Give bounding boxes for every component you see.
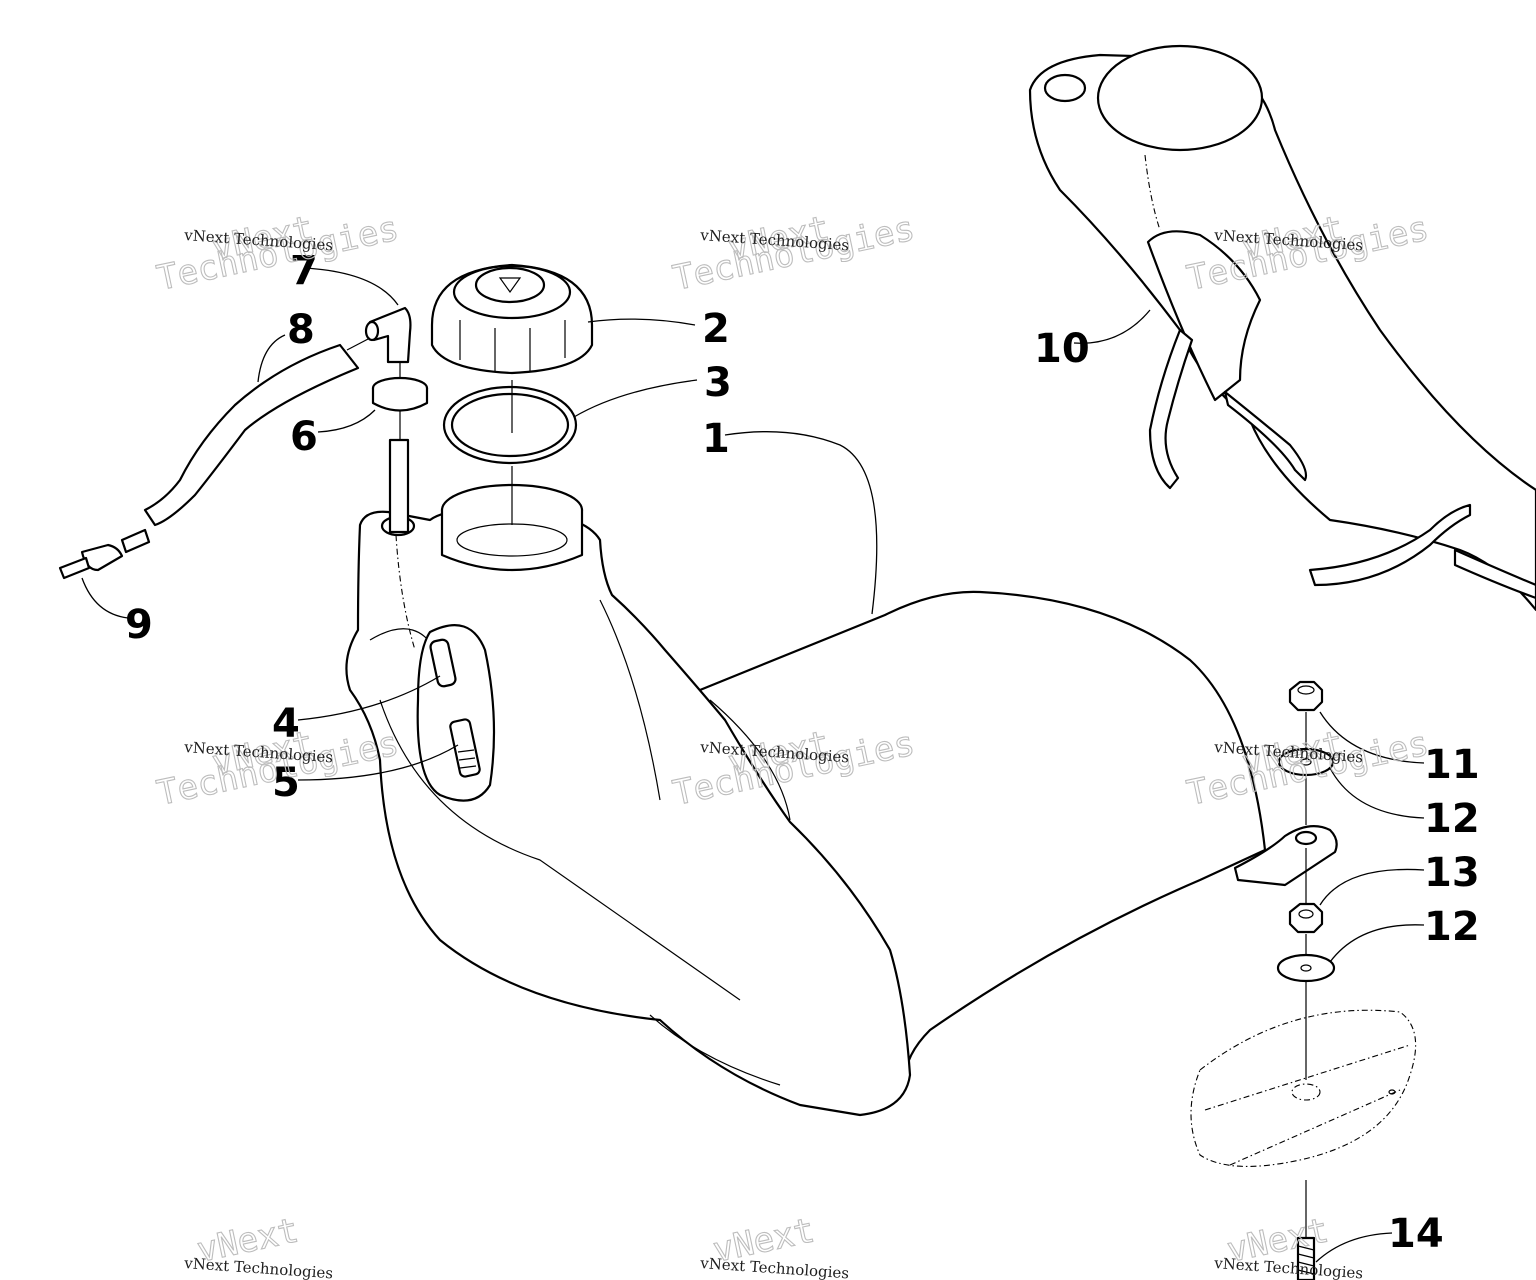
mounting-hardware <box>1190 680 1417 1280</box>
callout-2: 2 <box>702 306 730 352</box>
fuel-filter-part-9 <box>58 528 151 580</box>
callout-13: 13 <box>1424 850 1480 896</box>
callout-6: 6 <box>290 414 318 460</box>
callout-10: 10 <box>1034 326 1090 372</box>
callout-labels: 1 2 3 4 5 6 7 8 9 10 11 12 13 12 14 <box>125 248 1480 1257</box>
callout-11: 11 <box>1424 742 1480 788</box>
elbow-fitting-part-7 <box>364 306 412 364</box>
grommet-part-6 <box>371 355 429 534</box>
seat-panel-part-10 <box>1028 44 1536 612</box>
cap-gasket-part-3 <box>442 380 578 525</box>
callout-7: 7 <box>290 248 318 294</box>
callout-12-top: 12 <box>1424 796 1480 842</box>
fuel-tank-part-1 <box>345 483 1267 1117</box>
callout-5: 5 <box>272 760 300 806</box>
callout-9: 9 <box>125 602 153 648</box>
callout-8: 8 <box>287 307 315 353</box>
leader-lines <box>81 267 1425 1263</box>
hose-part-8 <box>143 337 371 527</box>
callout-4: 4 <box>272 701 300 747</box>
callout-1: 1 <box>702 416 730 462</box>
fuel-cap-part-2 <box>430 263 594 375</box>
callout-14: 14 <box>1388 1211 1444 1257</box>
callout-12-bottom: 12 <box>1424 904 1480 950</box>
callout-3: 3 <box>704 360 732 406</box>
